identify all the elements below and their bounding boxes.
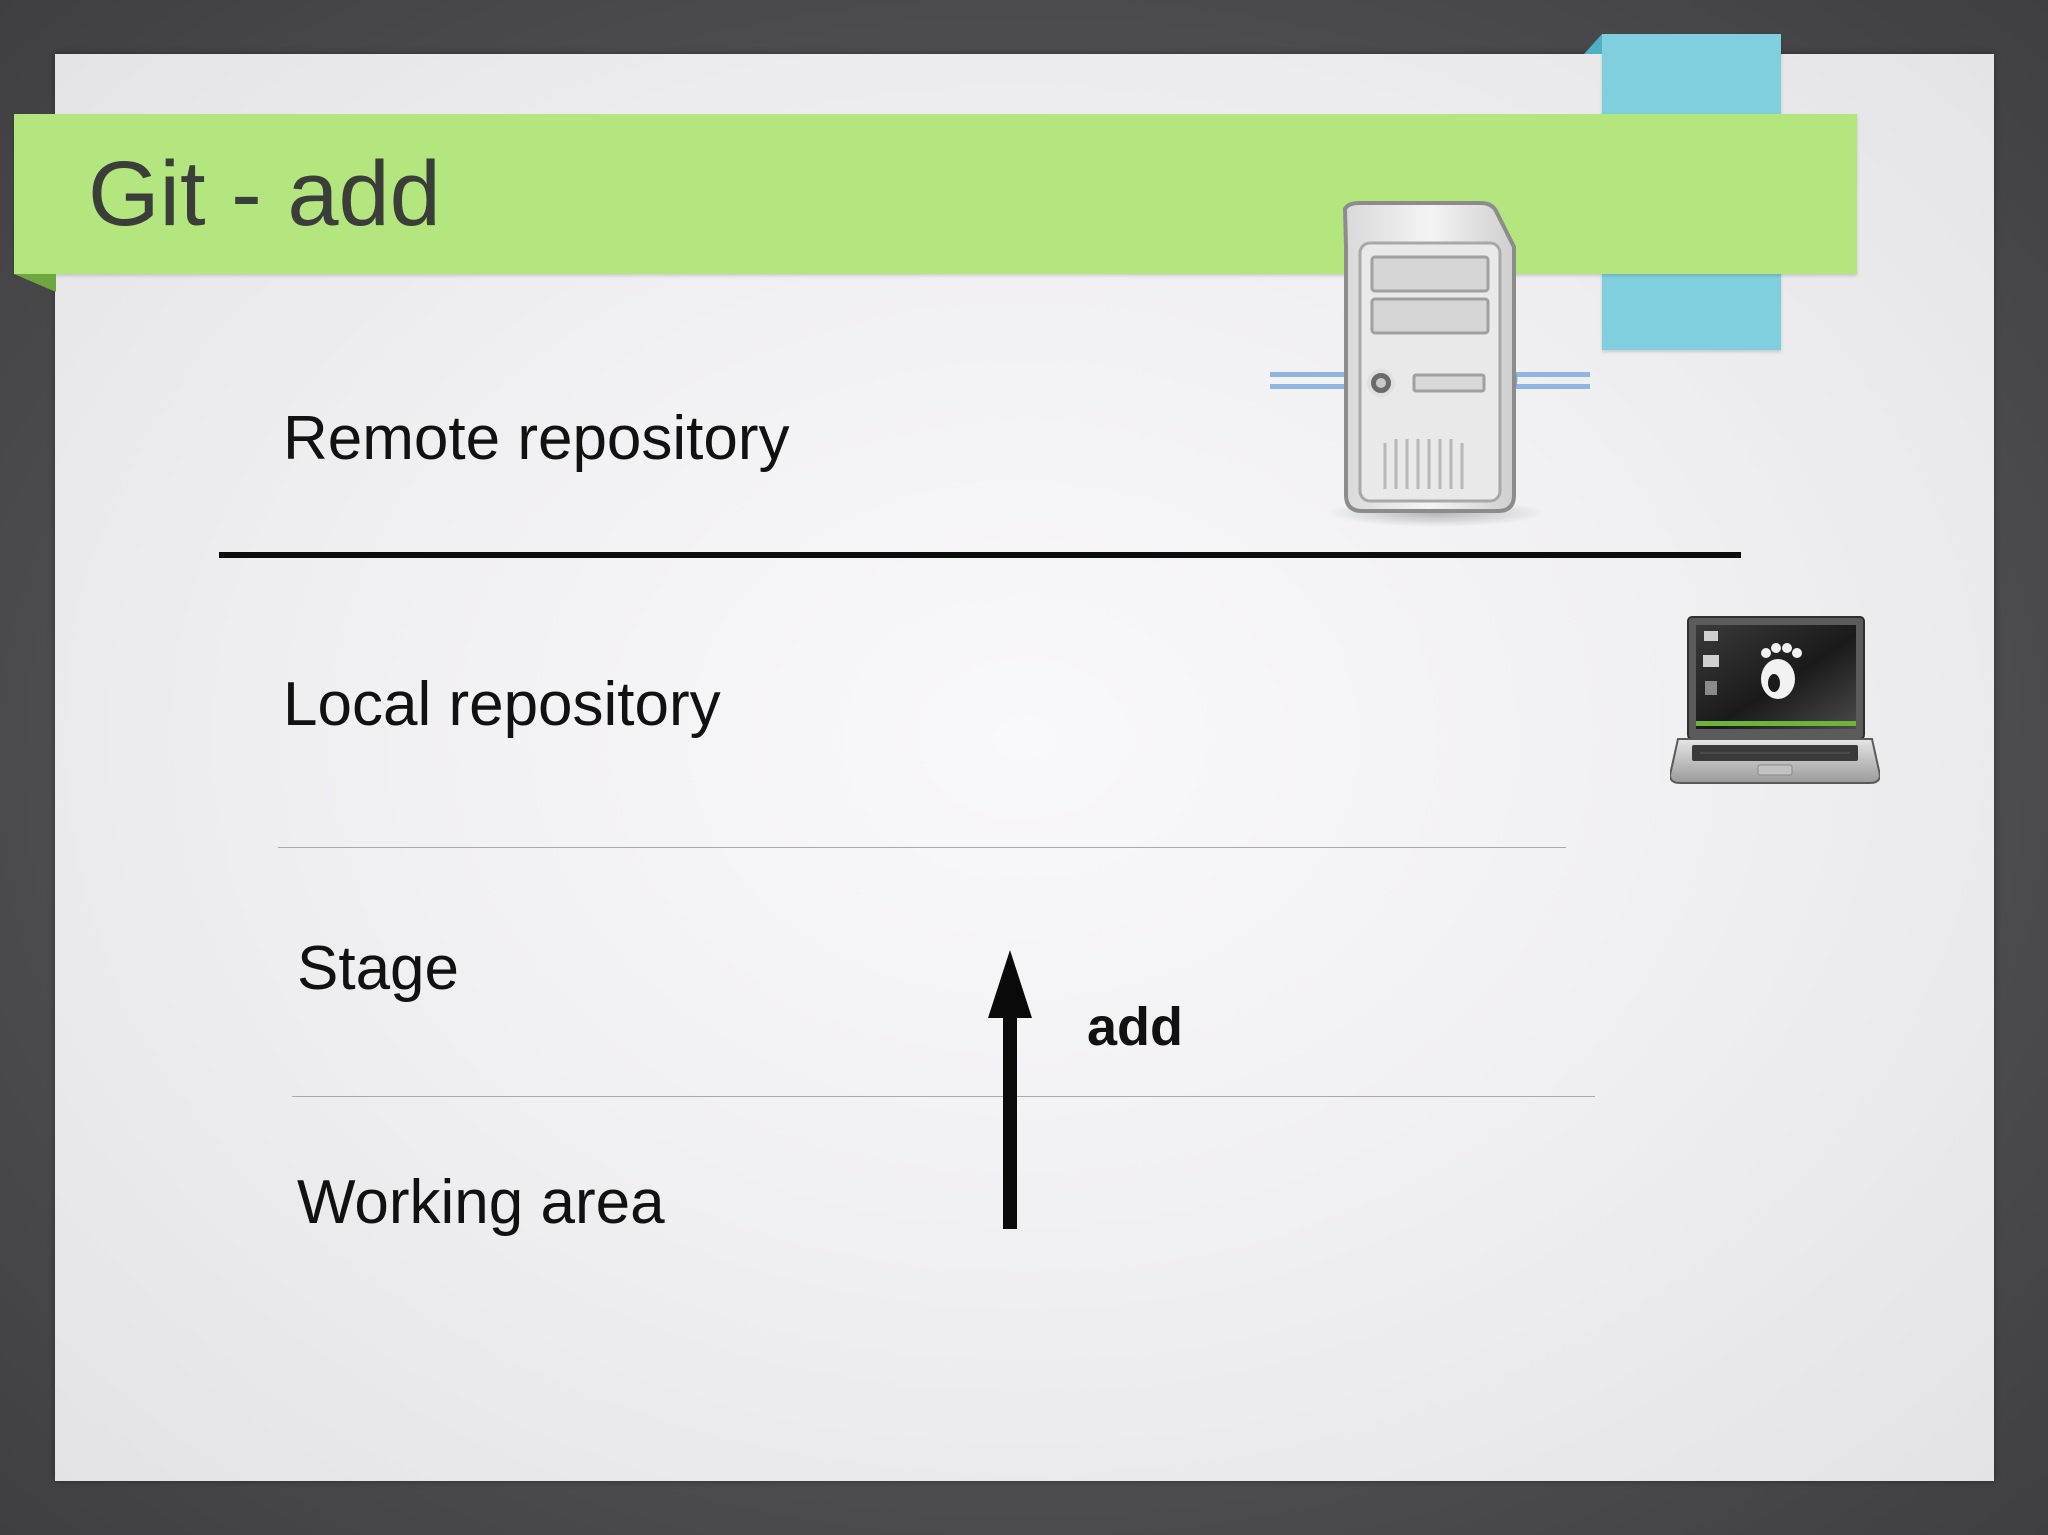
slide-title: Git - add: [88, 143, 441, 245]
server-icon: [1270, 201, 1590, 527]
working-area-label: Working area: [297, 1168, 665, 1237]
laptop-icon: [1670, 616, 1880, 784]
stage-working-divider: [292, 1096, 1595, 1097]
local-stage-divider: [278, 847, 1566, 848]
remote-repository-label: Remote repository: [283, 404, 790, 473]
title-band: [14, 114, 1857, 274]
title-band-fold: [14, 274, 56, 292]
accent-tab-fold: [1584, 34, 1602, 54]
local-repository-label: Local repository: [283, 670, 721, 739]
remote-local-divider: [219, 552, 1741, 558]
stage-label: Stage: [297, 934, 460, 1003]
arrow-up-icon: [988, 950, 1032, 1229]
add-operation-label: add: [1087, 997, 1184, 1057]
